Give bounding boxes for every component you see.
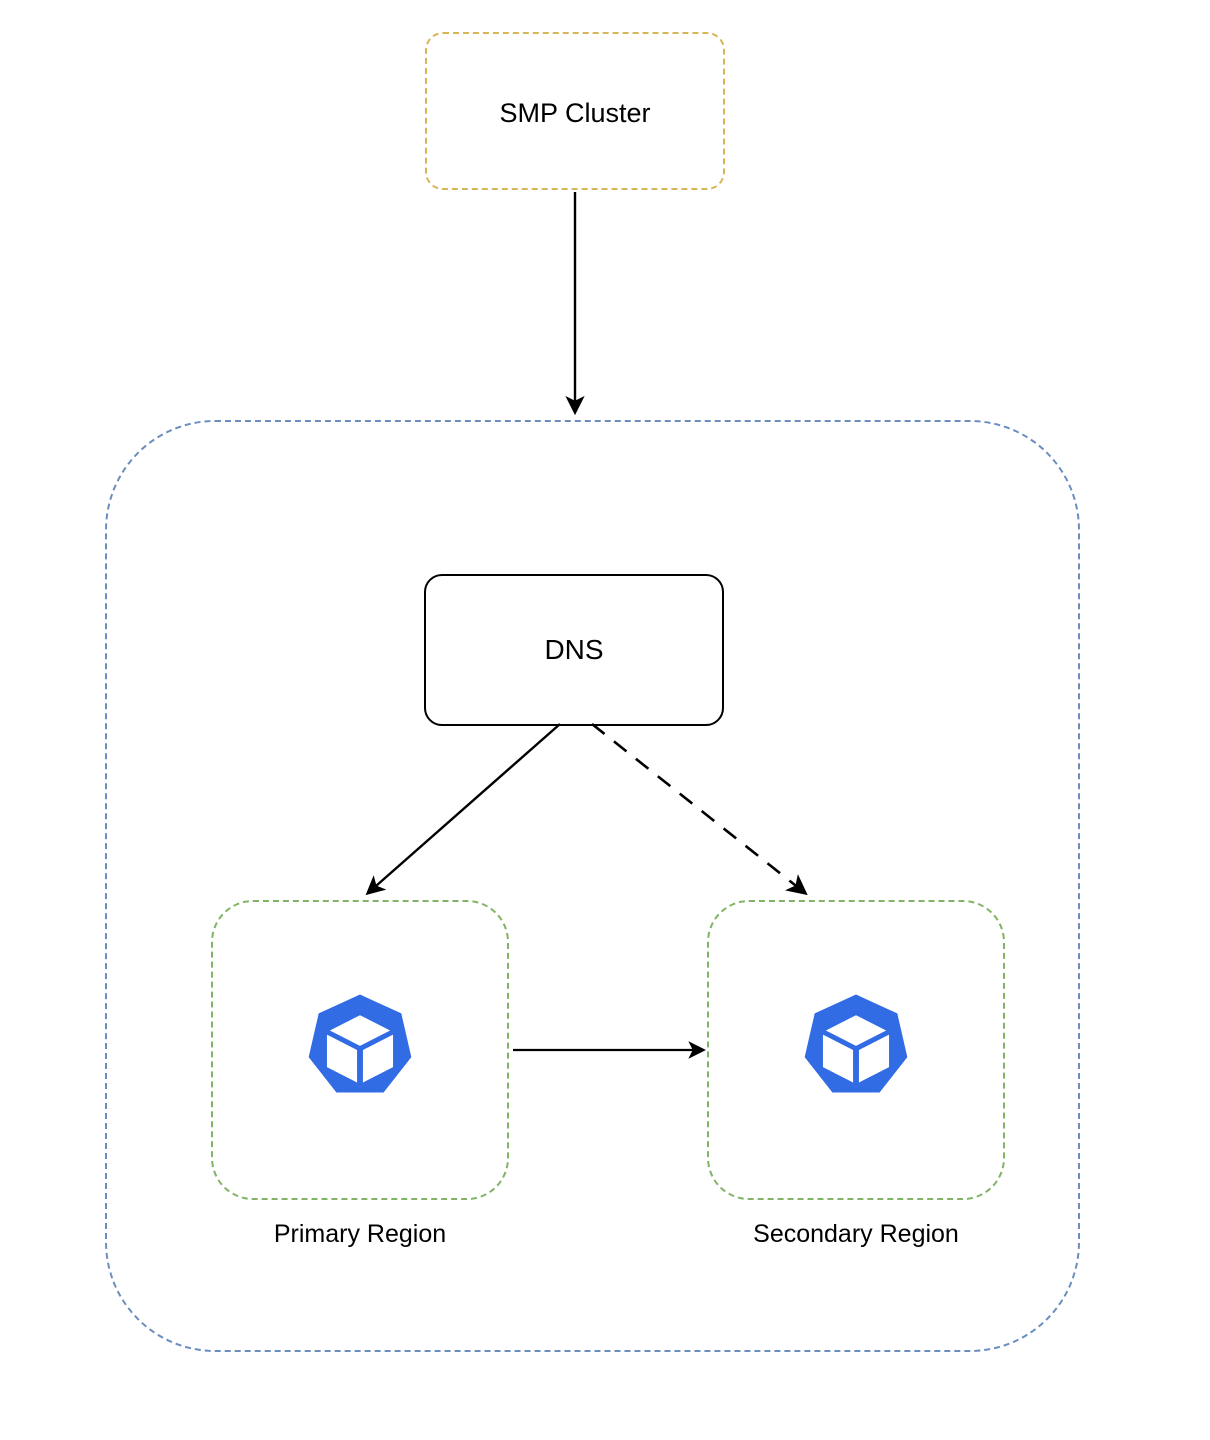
kubernetes-icon [308,994,412,1093]
kubernetes-icon [804,994,908,1093]
node-primary-region-label: Primary Region [273,1220,447,1248]
outer-container-boundary[interactable] [105,420,1080,1352]
node-secondary-region[interactable] [707,900,1005,1200]
node-smp-cluster[interactable]: SMP Cluster [425,32,725,190]
node-primary-region[interactable] [211,900,509,1200]
node-smp-cluster-label: SMP Cluster [499,98,651,128]
node-secondary-region-label: Secondary Region [753,1220,959,1248]
node-dns[interactable]: DNS [424,574,724,726]
node-dns-label: DNS [544,634,604,665]
